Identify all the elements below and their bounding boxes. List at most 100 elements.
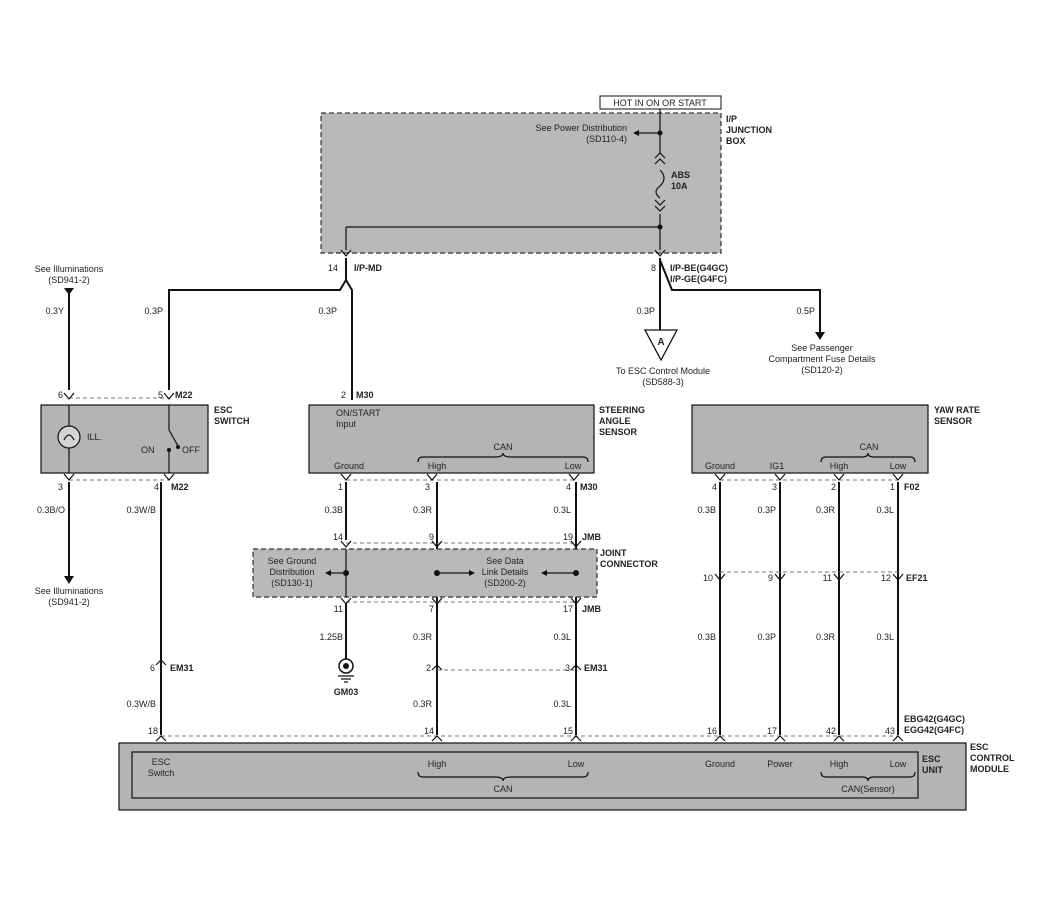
wire-label-illum: 0.3Y (45, 306, 64, 316)
can-brace-icon (417, 452, 589, 463)
esc-unit-high: High (428, 759, 447, 769)
yaw-pin-2: 2 (831, 482, 836, 492)
esc-unit-pin-14: 14 (424, 726, 434, 736)
pin-chevron-icon (163, 473, 175, 481)
pin-chevrons-icon (714, 573, 904, 581)
esc-switch-conn-top: M22 (175, 390, 193, 400)
steering-sensor-body (308, 404, 595, 474)
connector-a-label: A (657, 337, 664, 348)
esc-unit-high-sensor: High (830, 759, 849, 769)
illum-top-1: See Illuminations (35, 264, 104, 274)
ef21-pin-10: 10 (703, 573, 713, 583)
ip-box-name-3: BOX (726, 136, 746, 146)
ground-label: GM03 (334, 687, 359, 697)
wire-label-s-r: 0.3R (413, 505, 433, 515)
joint-pin-14: 14 (333, 532, 343, 542)
joint-ground-ref-2: Distribution (269, 567, 314, 577)
esc-unit-pin-43: 43 (885, 726, 895, 736)
pin-chevrons-icon (340, 473, 580, 481)
joint-ground-ref-1: See Ground (268, 556, 317, 566)
fuse-name: ABS (671, 170, 690, 180)
pin-chevrons-icon (714, 473, 904, 481)
fuse-chevron-bottom-icon (654, 199, 666, 212)
arrow-down-icon (64, 576, 74, 584)
ef21-conn: EF21 (906, 573, 928, 583)
esc-switch-on: ON (141, 445, 155, 455)
wire-label-y-r: 0.3R (816, 505, 836, 515)
yaw-pin-3: 3 (772, 482, 777, 492)
wire-label-y-b: 0.3B (697, 505, 716, 515)
illumination-lamp-icon (57, 425, 81, 449)
esc-unit-switch-1: ESC (152, 757, 171, 767)
steering-conn-top: M30 (356, 390, 374, 400)
esc-unit-pin-16: 16 (707, 726, 717, 736)
yaw-pin-1: 1 (890, 482, 895, 492)
wire-passenger-fuse (659, 259, 821, 332)
wire-label-wb-1: 0.3W/B (126, 505, 156, 515)
esc-switch-conn-bottom: M22 (171, 482, 189, 492)
wire-label-switch: 0.3P (144, 306, 163, 316)
yaw-can: CAN (859, 442, 878, 452)
esc-switch-pin-5: 5 (158, 390, 163, 400)
wire-label-y2-b: 0.3B (697, 632, 716, 642)
wire-label-y2-p: 0.3P (757, 632, 776, 642)
yaw-sensor-body (691, 404, 929, 474)
ef21-pin-9: 9 (768, 573, 773, 583)
esc-switch-off: OFF (182, 445, 200, 455)
ground-symbol-icon (338, 675, 354, 683)
wire-label-y2-r: 0.3R (816, 632, 836, 642)
steering-high: High (428, 461, 447, 471)
esc-switch-ill: ILL. (87, 432, 102, 442)
passenger-ref-1: See Passenger (791, 343, 853, 353)
pin-chevron-icon (155, 659, 167, 666)
pin-chevrons-icon (340, 540, 582, 548)
esc-unit-can: CAN (493, 784, 512, 794)
esc-switch-pin-4: 4 (154, 482, 159, 492)
yaw-name-1: YAW RATE (934, 405, 980, 415)
yaw-name-2: SENSOR (934, 416, 973, 426)
see-power-2: (SD110-4) (586, 134, 627, 144)
joint-pin-7: 7 (429, 604, 434, 614)
switch-contact-dot (176, 445, 180, 449)
steering-conn-bottom: M30 (580, 482, 598, 492)
pin-chevron-icon (63, 473, 75, 481)
arrow-down-icon (815, 332, 825, 340)
ip-box-name-2: JUNCTION (726, 125, 772, 135)
esc-unit-body (131, 751, 919, 799)
esc-switch-pin-3: 3 (58, 482, 63, 492)
pin-chevrons-icon (155, 735, 904, 742)
steering-name-2: ANGLE (599, 416, 631, 426)
wire-label-y-l: 0.3L (876, 505, 894, 515)
pin-chevron-icon (654, 249, 666, 257)
steering-input-1: ON/START (336, 408, 381, 418)
esc-unit-low-sensor: Low (890, 759, 907, 769)
wire-label-s-l: 0.3L (553, 505, 571, 515)
steering-top-pin: 2 (341, 390, 346, 400)
wire-label-steering: 0.3P (318, 306, 337, 316)
wire-label-wb-2: 0.3W/B (126, 699, 156, 709)
em31-pin-6: 6 (150, 663, 155, 673)
esc-unit-pin-18: 18 (148, 726, 158, 736)
joint-connector-body (252, 548, 598, 598)
wire-label-y2-l: 0.3L (876, 632, 894, 642)
ip-left-pin: 14 (328, 263, 338, 273)
esc-switch-name-2: SWITCH (214, 416, 250, 426)
connector-a-triangle (643, 329, 679, 362)
em31-conn-left: EM31 (170, 663, 194, 673)
switch-contact-icon (168, 405, 179, 473)
joint-dot (573, 570, 579, 576)
ground-eyelet-dot (343, 663, 349, 669)
illum-top-2: (SD941-2) (48, 275, 90, 285)
ip-right-pin: 8 (651, 263, 656, 273)
pin-chevron-icon (163, 392, 175, 400)
joint-conn-bottom: JMB (582, 604, 602, 614)
esc-ref-1: To ESC Control Module (616, 366, 710, 376)
ip-right-conn-1: I/P-BE(G4GC) (670, 263, 728, 273)
fuse-chevron-top-icon (654, 152, 666, 165)
steering-pin-3: 3 (425, 482, 430, 492)
esc-unit-power: Power (767, 759, 793, 769)
ip-right-conn-2: I/P-GE(G4FC) (670, 274, 727, 284)
wire-steering-power (345, 258, 353, 400)
esc-ref-2: (SD588-3) (642, 377, 684, 387)
